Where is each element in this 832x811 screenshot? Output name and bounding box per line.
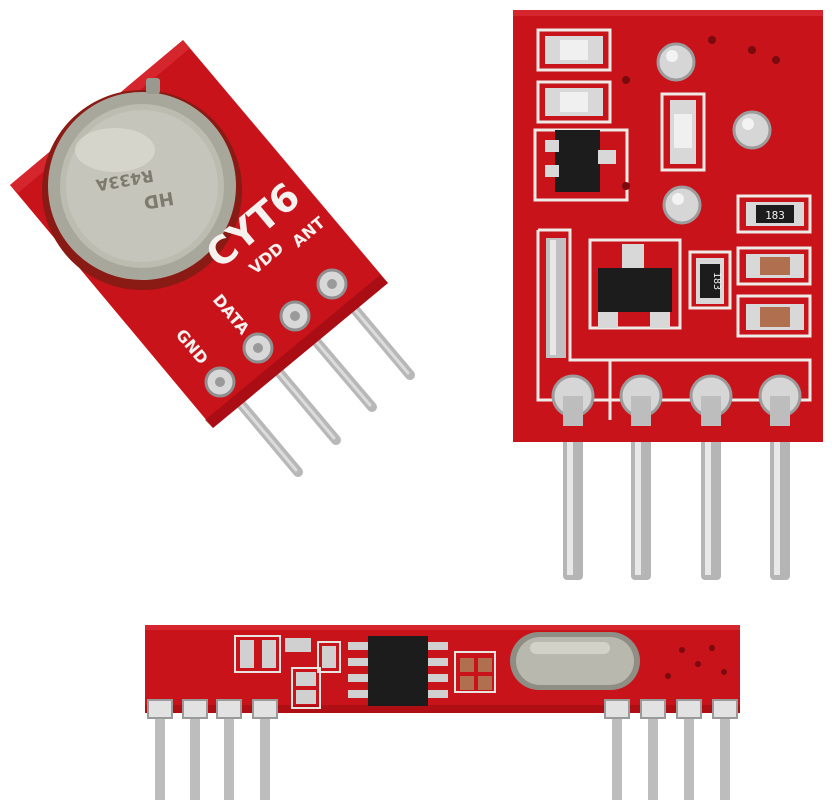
transmitter-module: HD R433A CYT6 GND DATA VDD ANT <box>10 40 415 477</box>
receiver-front-module: 183 183 <box>513 10 823 580</box>
transistor-chip <box>555 130 600 192</box>
transmitter-pads <box>204 268 348 398</box>
resistor-code-1: 183 <box>765 209 785 222</box>
receiver-long-components <box>240 632 727 706</box>
can-lead <box>146 78 160 94</box>
receiver-front-pads <box>551 374 802 426</box>
ic-chip <box>368 636 428 706</box>
receiver-front-silkscreen <box>533 28 812 420</box>
receiver-long-pcb <box>145 625 740 713</box>
receiver-long-silkscreen <box>234 635 496 709</box>
can-marking-hd: HD <box>142 187 175 213</box>
receiver-long-pads <box>147 699 738 719</box>
resistor-code-2: 183 <box>711 272 722 290</box>
receiver-long-pins <box>155 710 730 800</box>
receiver-front-components: 183 183 <box>545 36 804 330</box>
transistor-chip-2 <box>598 268 672 312</box>
receiver-long-module <box>145 625 740 800</box>
